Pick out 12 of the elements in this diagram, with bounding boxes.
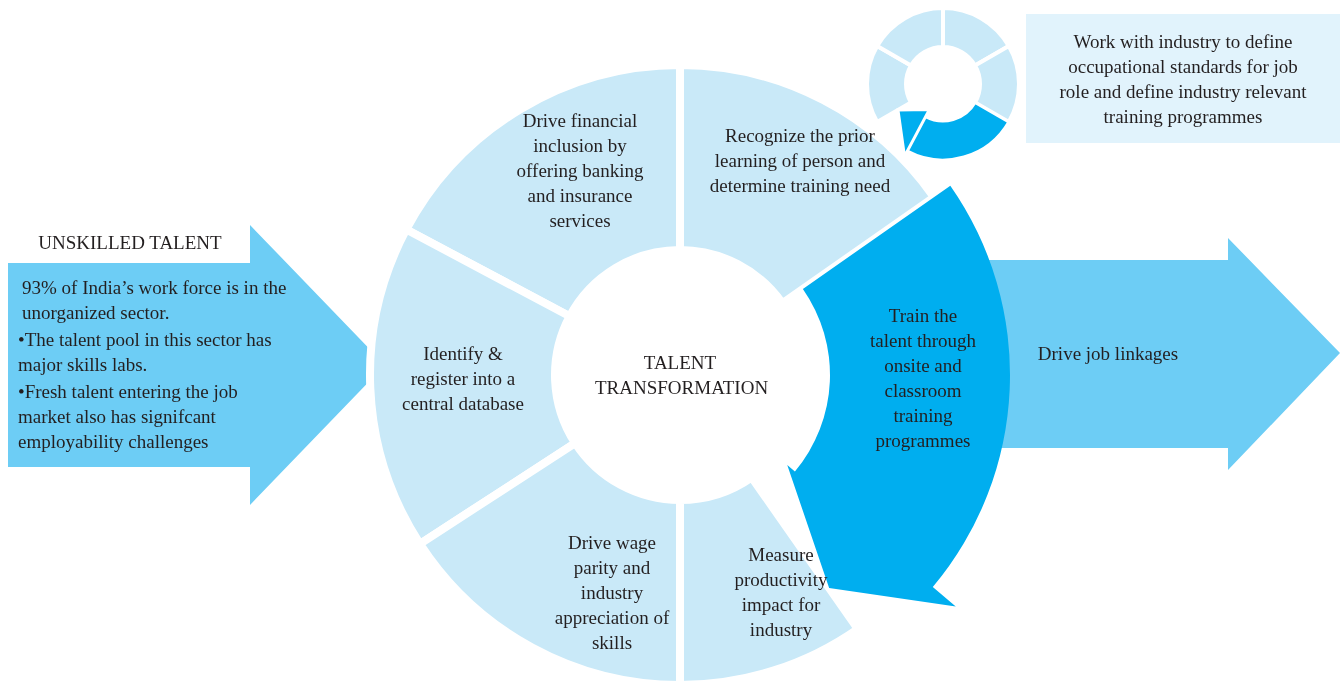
note-box: Work with industry to define occupational standards for job role and define industry relevant training programmes — [1026, 14, 1340, 143]
arrow-label: Drive job linkages — [1036, 341, 1180, 366]
segment-label: Drive financial inclusion by offering banking and insurance services — [515, 108, 645, 233]
segment-label: Drive wage parity and industry appreciation of skills — [553, 530, 671, 655]
bullet-text: •Fresh talent entering the job market also has signifcant employability challenges — [18, 379, 239, 454]
section-heading: UNSKILLED TALENT — [37, 230, 223, 255]
body-text: 93% of India’s work force is in the unorganized sector. — [22, 276, 287, 325]
segment-label: Recognize the prior learning of person and determine training need — [708, 123, 892, 198]
bullet-text: •The talent pool in this sector has major skills labs. — [18, 328, 273, 377]
segment-label: Identify & register into a central database — [401, 341, 525, 416]
segment-label: Train the talent through onsite and classroom training programmes — [868, 304, 978, 453]
segment-label: Measure productivity impact for industry — [733, 543, 829, 642]
